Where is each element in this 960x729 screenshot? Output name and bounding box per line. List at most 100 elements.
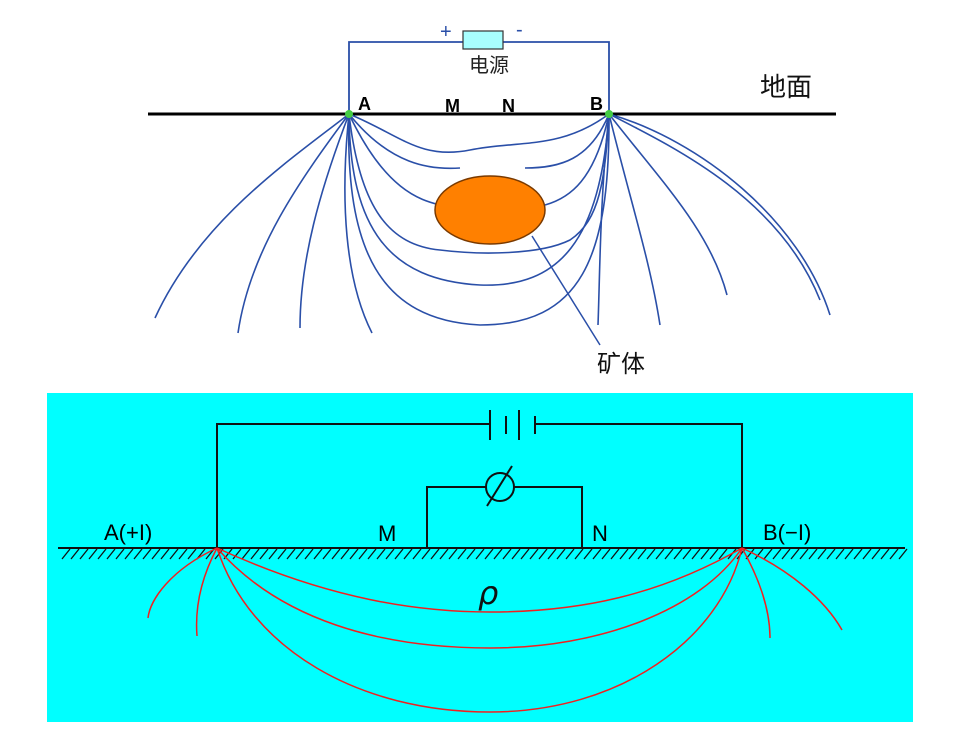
hatch-mark — [718, 548, 728, 560]
hatch-mark — [466, 548, 476, 560]
minus-sign: - — [516, 19, 523, 41]
hatch-mark — [340, 548, 350, 560]
electrode-m-label: M — [378, 521, 396, 546]
hatch-mark — [862, 548, 872, 560]
hatch-mark — [610, 548, 620, 560]
hatch-mark — [556, 548, 566, 560]
bottom-background — [47, 393, 913, 722]
hatch-mark — [394, 548, 404, 560]
hatch-mark — [142, 548, 152, 560]
hatch-mark — [169, 548, 179, 560]
hatch-mark — [133, 548, 143, 560]
hatch-mark — [457, 548, 467, 560]
hatch-mark — [646, 548, 656, 560]
hatch-mark — [691, 548, 701, 560]
electrode-b-dot — [605, 110, 613, 118]
hatch-mark — [826, 548, 836, 560]
hatch-mark — [547, 548, 557, 560]
hatch-mark — [124, 548, 134, 560]
hatch-mark — [412, 548, 422, 560]
hatch-mark — [781, 548, 791, 560]
hatch-mark — [502, 548, 512, 560]
hatch-mark — [637, 548, 647, 560]
ground-hatching — [61, 548, 908, 560]
hatch-mark — [844, 548, 854, 560]
hatch-mark — [250, 548, 260, 560]
power-source-label: 电源 — [469, 53, 509, 77]
hatch-mark — [538, 548, 548, 560]
hatch-mark — [880, 548, 890, 560]
hatch-mark — [565, 548, 575, 560]
hatch-mark — [268, 548, 278, 560]
hatch-mark — [592, 548, 602, 560]
resistivity-symbol: ρ — [478, 574, 498, 612]
hatch-mark — [349, 548, 359, 560]
hatch-mark — [628, 548, 638, 560]
electrode-b-label: B(−I) — [763, 520, 811, 545]
hatch-mark — [574, 548, 584, 560]
hatch-mark — [403, 548, 413, 560]
hatch-mark — [619, 548, 629, 560]
hatch-mark — [853, 548, 863, 560]
hatch-mark — [331, 548, 341, 560]
hatch-mark — [889, 548, 899, 560]
electrode-a-label: A — [358, 94, 371, 114]
electrode-a-dot — [345, 110, 353, 118]
hatch-mark — [484, 548, 494, 560]
hatch-mark — [601, 548, 611, 560]
hatch-mark — [664, 548, 674, 560]
hatch-mark — [673, 548, 683, 560]
hatch-mark — [790, 548, 800, 560]
ground-label: 地面 — [760, 73, 812, 103]
hatch-mark — [754, 548, 764, 560]
hatch-mark — [655, 548, 665, 560]
field-lines — [154, 113, 831, 334]
hatch-mark — [97, 548, 107, 560]
hatch-mark — [232, 548, 242, 560]
hatch-mark — [439, 548, 449, 560]
hatch-mark — [106, 548, 116, 560]
hatch-mark — [187, 548, 197, 560]
hatch-mark — [520, 548, 530, 560]
electrode-n-label: N — [502, 96, 515, 116]
hatch-mark — [277, 548, 287, 560]
electrode-n-label: N — [592, 521, 608, 546]
power-source-box — [462, 30, 504, 50]
hatch-mark — [286, 548, 296, 560]
hatch-mark — [763, 548, 773, 560]
hatch-mark — [313, 548, 323, 560]
hatch-mark — [700, 548, 710, 560]
hatch-mark — [367, 548, 377, 560]
hatch-mark — [259, 548, 269, 560]
current-lines — [147, 547, 843, 713]
hatch-mark — [304, 548, 314, 560]
bottom-diagram: A(+I) M N B(−I) ρ — [47, 393, 913, 722]
plus-sign: + — [440, 21, 452, 43]
hatch-mark — [898, 548, 908, 560]
hatch-mark — [511, 548, 521, 560]
hatch-mark — [70, 548, 80, 560]
hatch-mark — [709, 548, 719, 560]
hatch-mark — [79, 548, 89, 560]
hatch-mark — [682, 548, 692, 560]
hatch-mark — [295, 548, 305, 560]
hatch-mark — [385, 548, 395, 560]
hatch-mark — [808, 548, 818, 560]
electrode-m-label: M — [445, 96, 460, 116]
hatch-mark — [88, 548, 98, 560]
orebody-label: 矿体 — [597, 350, 645, 378]
hatch-mark — [448, 548, 458, 560]
hatch-mark — [322, 548, 332, 560]
circuit-wire — [348, 41, 610, 114]
electrode-a-label: A(+I) — [104, 520, 152, 545]
orebody-leader-line — [531, 235, 601, 346]
orebody — [434, 175, 546, 245]
electrode-b-label: B — [590, 94, 603, 114]
hatch-mark — [493, 548, 503, 560]
hatch-mark — [835, 548, 845, 560]
hatch-mark — [475, 548, 485, 560]
hatch-mark — [772, 548, 782, 560]
hatch-mark — [376, 548, 386, 560]
hatch-mark — [151, 548, 161, 560]
